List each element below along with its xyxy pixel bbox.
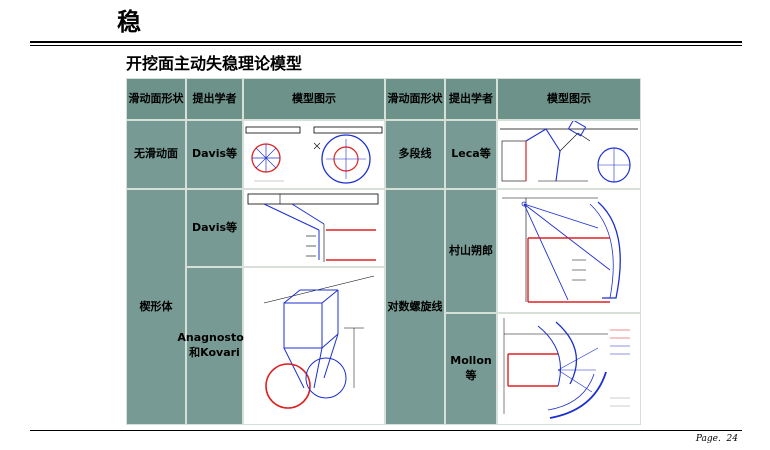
cell-shape-wedge: 楔形体 (127, 190, 185, 424)
cell-diagram-davis-1 (244, 121, 384, 188)
diagram-polyline (498, 121, 640, 188)
diagram-wedge-davis (244, 190, 384, 266)
header-author-left: 提出学者 (187, 79, 242, 119)
cell-diagram-leca (498, 121, 640, 188)
page-label: Page. (695, 434, 721, 444)
footer-rule (30, 430, 742, 431)
header-shape-left: 滑动面形状 (127, 79, 185, 119)
diagram-no-slip (244, 121, 384, 188)
header-diagram-left: 模型图示 (244, 79, 384, 119)
cell-author-leca: Leca等 (446, 121, 496, 188)
diagram-wedge-prism (244, 268, 384, 424)
slide-subtitle: 开挖面主动失稳理论模型 (126, 54, 303, 73)
cell-diagram-anagnostou (244, 268, 384, 424)
page-footer: Page. 24 (696, 434, 738, 444)
header-diagram-right: 模型图示 (498, 79, 640, 119)
cell-author-davis-2: Davis等 (187, 190, 242, 266)
cell-shape-log-spiral: 对数螺旋线 (386, 190, 444, 424)
cell-author-davis-1: Davis等 (187, 121, 242, 188)
cell-author-mollon: Mollon等 (446, 314, 496, 424)
cell-shape-no-slip: 无滑动面 (127, 121, 185, 188)
page-number: 24 (726, 434, 738, 444)
cell-author-murayama: 村山朔郎 (446, 190, 496, 312)
models-table: 滑动面形状 提出学者 模型图示 滑动面形状 提出学者 模型图示 无滑动面 Dav… (126, 78, 641, 425)
cell-diagram-murayama (498, 190, 640, 312)
cell-author-anagnostou: Anagnostou和Kovari (177, 268, 252, 424)
header-shape-right: 滑动面形状 (386, 79, 444, 119)
cell-diagram-mollon (498, 314, 640, 424)
cell-shape-polyline: 多段线 (386, 121, 444, 188)
diagram-log-spiral-murayama (498, 190, 640, 312)
title-rule-thick (30, 41, 742, 43)
cell-diagram-davis-2 (244, 190, 384, 266)
page-title: 稳 (117, 8, 141, 36)
header-author-right: 提出学者 (446, 79, 496, 119)
title-rule-thin (30, 45, 742, 46)
diagram-log-spiral-mollon (498, 314, 640, 424)
